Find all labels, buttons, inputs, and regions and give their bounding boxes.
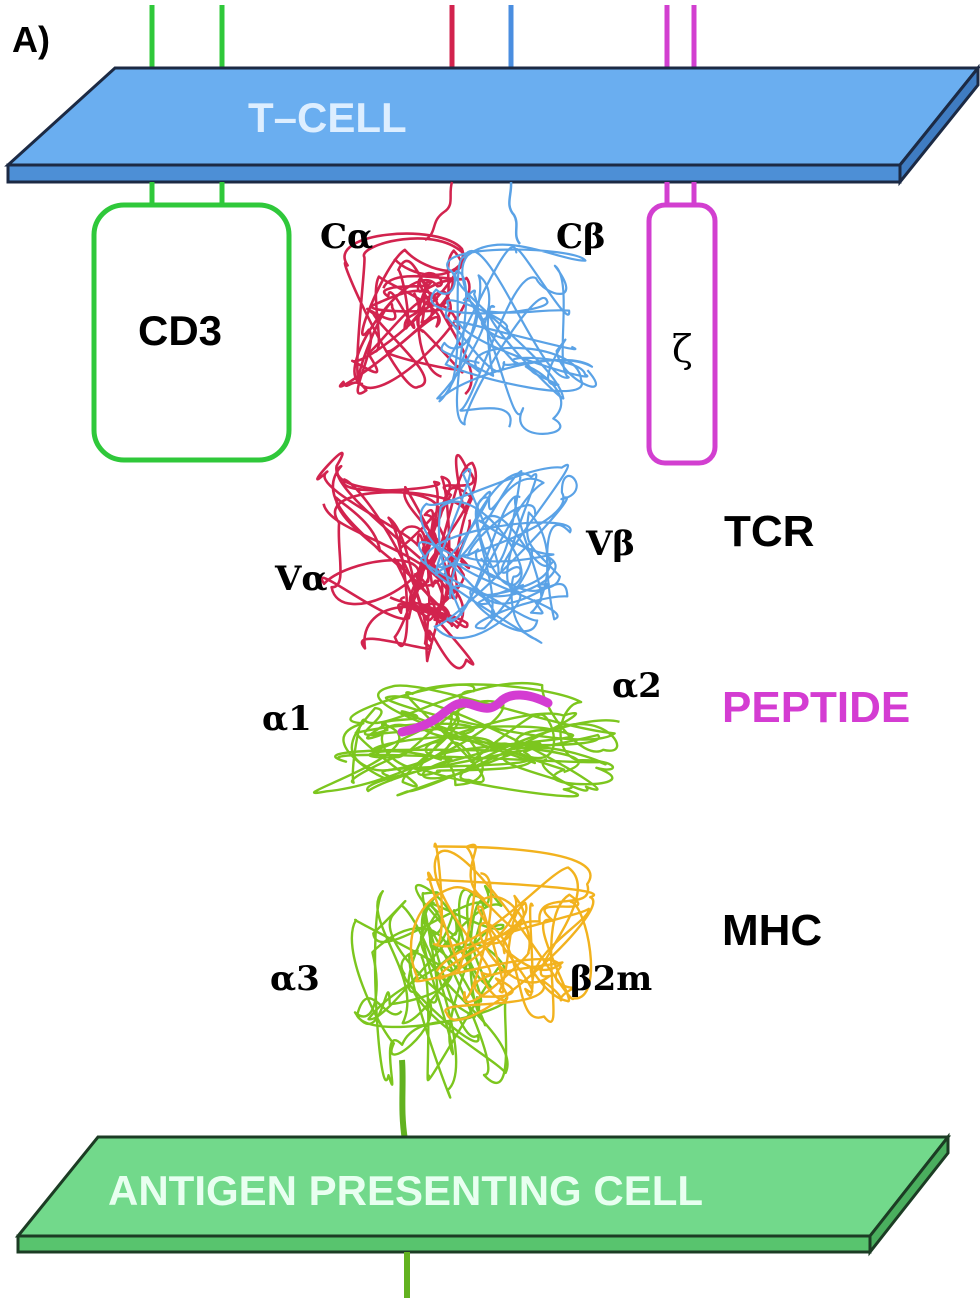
c-alpha-label: Cα [320, 217, 373, 257]
v-beta-label: Vβ [585, 524, 635, 564]
v-alpha-ribbon [331, 461, 477, 663]
mhc-heavy-chain [312, 682, 620, 1099]
cd3-box [91, 202, 292, 463]
mhc-anchor-top [399, 1059, 408, 1141]
apc-membrane-label: ANTIGEN PRESENTING CELL [108, 1167, 703, 1214]
zeta-label: ζ [672, 327, 693, 371]
v-beta-ribbon [434, 468, 561, 623]
tcr-alpha-chain [316, 232, 477, 670]
beta2m-label: β2m [570, 959, 652, 999]
tcr-label: TCR [724, 507, 814, 556]
beta2m-ribbon [433, 842, 592, 1023]
c-beta-label: Cβ [556, 217, 606, 257]
panel-label: A) [12, 19, 50, 60]
peptide-strand [397, 690, 553, 737]
c-alpha-ribbon [343, 232, 468, 389]
alpha3-ribbon [367, 883, 503, 1056]
mhc-label: MHC [722, 906, 822, 955]
cd3-label: CD3 [138, 307, 222, 354]
peptide-label: PEPTIDE [722, 683, 910, 732]
v-beta-ribbon [433, 472, 578, 640]
tcell-membrane [4, 63, 980, 187]
alpha2-label: α2 [612, 666, 662, 706]
v-alpha-label: Vα [274, 559, 328, 599]
c-beta-ribbon [440, 246, 597, 435]
alpha3-label: α3 [270, 959, 320, 999]
alpha1-alpha2-ribbon [334, 711, 607, 793]
apc-membrane [14, 1132, 952, 1257]
tcr-beta-connector [508, 181, 522, 245]
alpha1-label: α1 [262, 699, 312, 739]
tcell-membrane-label: T–CELL [248, 94, 407, 141]
zeta-bottom-stalks [664, 182, 697, 205]
beta2m-chain [409, 842, 596, 1023]
tcr-alpha-connector [424, 181, 454, 242]
zeta-box [646, 202, 718, 466]
tcr-beta-chain [417, 243, 597, 644]
cd3-bottom-stalks [149, 182, 225, 205]
alpha1-alpha2-ribbon [350, 683, 620, 792]
v-alpha-ribbon [316, 451, 475, 648]
c-beta-ribbon [430, 243, 589, 426]
